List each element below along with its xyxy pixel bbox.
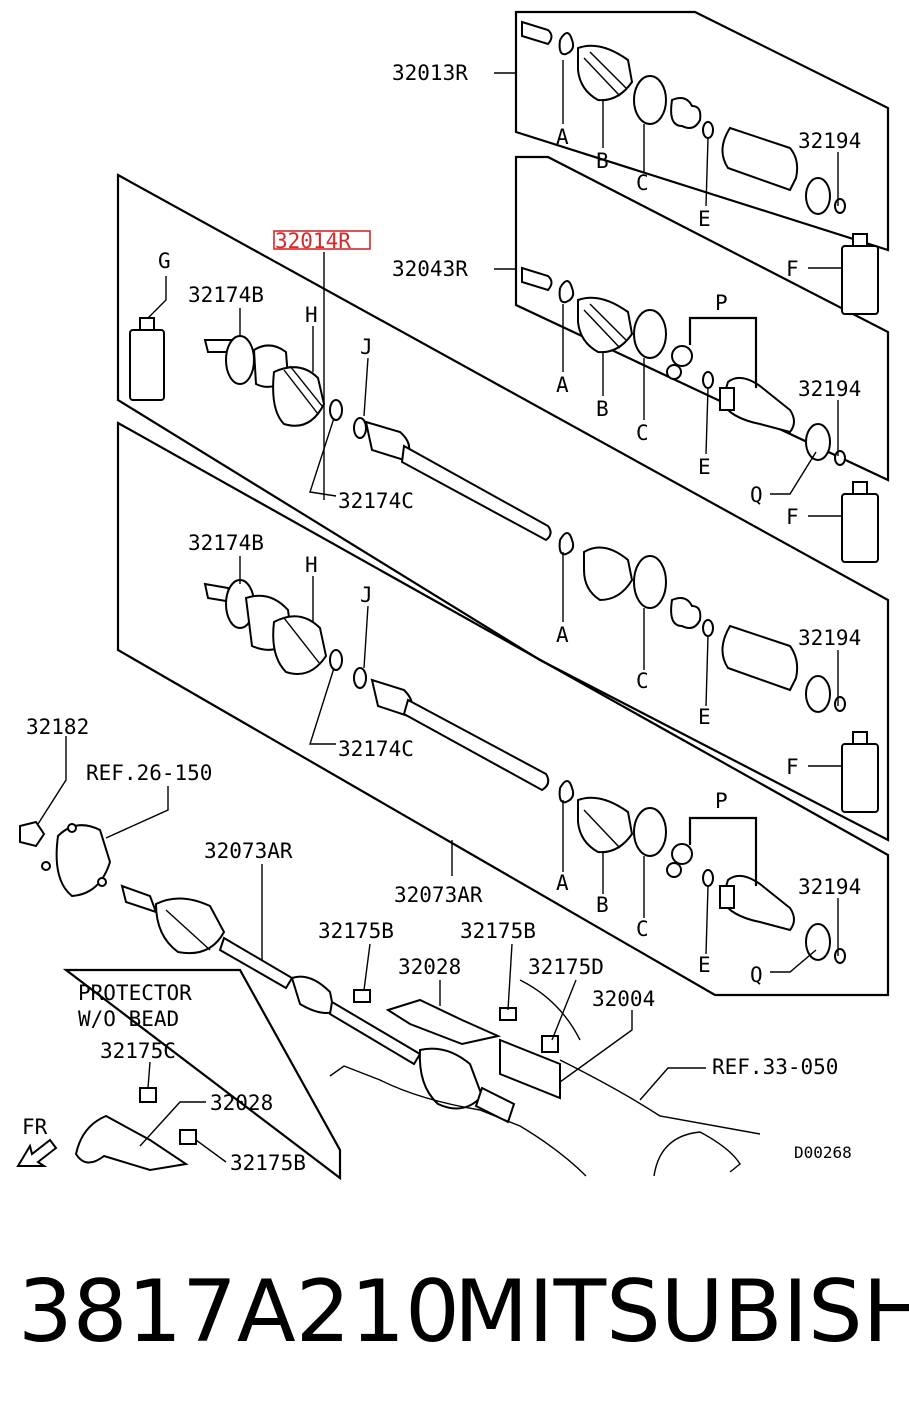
label-diagram-code: D00268 [794,1143,852,1162]
label-P-1: P [715,291,728,315]
label-E-1: E [698,207,711,231]
label-C-3: C [636,669,649,693]
label-F-1: F [786,257,799,281]
label-32028-2: 32028 [210,1091,273,1115]
label-32004: 32004 [592,987,655,1011]
footer: 3817A210 MITSUBISHI [0,1262,909,1402]
label-Q-1: Q [750,483,763,507]
grease-bottle-f3 [841,731,879,813]
label-32174B-2: 32174B [188,531,264,555]
label-32175B-3: 32175B [230,1151,306,1175]
highlight-box [273,230,371,250]
assembled-drive-shaft [120,884,516,1124]
label-J-1: J [360,335,373,359]
panel-32014R [116,173,890,842]
parts-32073AR [203,579,846,964]
label-C-4: C [636,917,649,941]
panel-protector [62,968,342,1181]
protector-bracket [74,1114,189,1172]
grease-bottle-f2 [841,481,879,563]
fr-arrow [16,1138,58,1167]
label-E-3: E [698,705,711,729]
label-B-2: B [596,397,609,421]
label-32194-4: 32194 [798,875,861,899]
panel-32043R [514,155,890,482]
label-C-1: C [636,171,649,195]
label-32174C-1: 32174C [338,489,414,513]
label-ref-26-150: REF.26-150 [86,761,212,785]
label-E-4: E [698,953,711,977]
labels: 32013R 32043R 32014R 32174B 32174B 32174… [22,61,861,1175]
label-32194-2: 32194 [798,377,861,401]
label-32013R: 32013R [392,61,468,85]
parts-32043R [521,266,846,466]
leader-lines [37,60,842,1163]
exploded-parts-diagram: 32013R 32043R 32014R 32174B 32174B 32174… [16,10,890,1181]
label-32014R: 32014R [275,229,351,253]
label-A-1: A [556,125,569,149]
label-ref-33-050: REF.33-050 [712,1055,838,1079]
label-B-1: B [596,149,609,173]
label-P-2: P [715,789,728,813]
label-C-2: C [636,421,649,445]
label-32182: 32182 [26,715,89,739]
label-wo-bead: W/O BEAD [78,1007,179,1031]
label-G: G [158,249,171,273]
label-J-2: J [360,583,373,607]
grease-bottle-g [129,317,165,401]
label-F-3: F [786,755,799,779]
hub-and-nut [19,820,112,898]
parts-32013R [521,20,846,215]
part-number: 3817A210 [18,1262,460,1362]
bolts [139,989,559,1145]
label-32028-1: 32028 [398,955,461,979]
label-32194-1: 32194 [798,129,861,153]
label-32073AR-2: 32073AR [394,883,483,907]
label-32175C: 32175C [100,1039,176,1063]
label-H-1: H [305,303,318,327]
bracket-32004 [499,1038,561,1100]
label-32175B-2: 32175B [460,919,536,943]
panel-32013R [514,10,890,252]
bracket-32028 [385,998,502,1046]
label-H-2: H [305,553,318,577]
label-E-2: E [698,455,711,479]
label-32175D: 32175D [528,955,604,979]
label-Q-2: Q [750,963,763,987]
label-B-3: B [596,893,609,917]
label-fr: FR [22,1115,48,1139]
body-outline [329,979,761,1177]
label-32175B-1: 32175B [318,919,394,943]
label-32174C-2: 32174C [338,737,414,761]
label-A-2: A [556,373,569,397]
brand-name: MITSUBISHI [454,1262,909,1362]
label-A-3: A [556,623,569,647]
label-F-2: F [786,505,799,529]
label-32073AR-1: 32073AR [204,839,293,863]
label-32174B-1: 32174B [188,283,264,307]
label-protector: PROTECTOR [78,981,192,1005]
panel-32073AR [116,421,890,997]
grease-bottle-f1 [841,233,879,315]
label-32194-3: 32194 [798,626,861,650]
label-A-4: A [556,871,569,895]
label-32043R: 32043R [392,257,468,281]
